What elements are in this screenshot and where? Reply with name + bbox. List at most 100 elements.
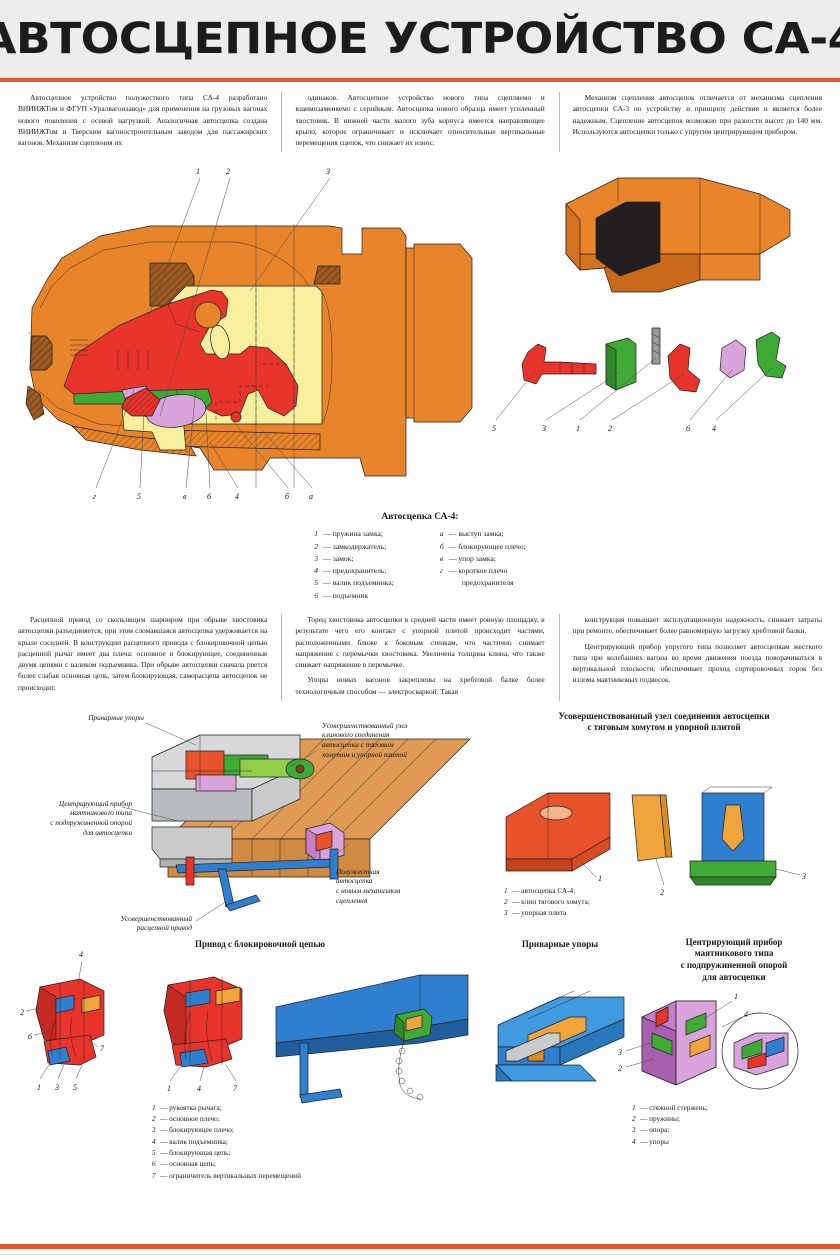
main-callout-v: в [183, 492, 187, 501]
legend-item: 2— клин тягового хомута; [504, 897, 590, 907]
annotation-semirigid-coupler: Полужесткая автосцепка с новым механизмо… [336, 866, 401, 905]
wedge-panel-title: Усовершенствованный узел соединения авто… [558, 710, 770, 733]
centering-panel-legend: 1— стяжной стержень; 2— пружины; 3— опор… [632, 1102, 708, 1147]
centering-callout-3: 3 [617, 1048, 622, 1057]
legend-item: 5— валик подъемника; [314, 578, 394, 588]
main-callout-1: 1 [196, 167, 200, 176]
legend-item: 3— упорная плита [504, 908, 567, 918]
part-callout-1: 1 [576, 424, 580, 433]
legend-item: а— выступ замка; [439, 529, 504, 539]
hatch-left-lower [25, 385, 45, 421]
legend-item-continuation: предохранителя [461, 578, 514, 588]
exploded-parts [521, 327, 787, 393]
drive-mid-callout-4: 4 [197, 1084, 201, 1093]
legend-item: 6— основная цепь; [152, 1159, 216, 1169]
main-callout-2: 2 [226, 167, 230, 176]
lower-figures-svg: 1 2 3 [121, 722, 806, 921]
drive-callout-3: 3 [54, 1083, 59, 1092]
part-callout-6: 6 [686, 424, 690, 433]
mid-column-2: Торец хвостовика автосцепки в средней ча… [281, 614, 545, 701]
wedge-callout-1: 1 [598, 874, 602, 883]
legend-item: 1— автосцепка СА-4; [504, 885, 576, 895]
legend-title: Автосцепка СА-4: [381, 512, 459, 523]
intro-text-3: Механизм сцепления автосцепок отличается… [572, 93, 822, 136]
part-callout-3: 3 [541, 424, 546, 433]
legend-item: 4— предохранитель; [314, 566, 387, 576]
part-lifter-pin [521, 343, 597, 385]
part-spring [651, 327, 661, 365]
mid-columns: Расцепной привод со скользящим шарниром … [0, 602, 840, 701]
wedge-joint-parts [505, 786, 777, 886]
legend-item: 2— замкодержатель; [314, 541, 387, 551]
part-callout-5: 5 [492, 424, 496, 433]
welded-stops-figure [495, 990, 625, 1082]
centering-panel-title: Центрирующий прибор маятникового типа с … [680, 936, 788, 982]
drive-callout-4: 4 [79, 950, 83, 959]
drive-panel-title: Привод с блокировочной цепью [194, 938, 326, 949]
mid-column-3: конструкция повышает эксплуатационную на… [558, 614, 822, 701]
bottom-figures-svg: 4 2 6 7 1 3 5 1 4 7 [20, 950, 799, 1104]
centering-device-figure [625, 1000, 799, 1090]
main-callout-3: 3 [325, 167, 330, 176]
part-safety [755, 331, 787, 379]
drive-detail-middle [163, 976, 243, 1081]
intro-column-3: Механизм сцепления автосцепок отличается… [558, 92, 822, 153]
drive-callout-2: 2 [20, 1008, 24, 1017]
annotation-welded-stops: Приварные упоры [88, 712, 144, 722]
mid-text-2b: Упоры новых вагонов закреплены на хребто… [295, 675, 545, 696]
lock-red [63, 289, 299, 417]
drive-callout-7: 7 [100, 1044, 105, 1053]
drive-callout-5: 5 [73, 1083, 77, 1092]
page-title: АВТОСЦЕПНОЕ УСТРОЙСТВО СА-4 [0, 14, 840, 64]
lower-figures: 1 2 3 Приварные упоры Центрирующий прибо… [0, 709, 840, 939]
left-annotation-leaders [121, 722, 349, 921]
legend-item: 4— валик подъемника; [152, 1136, 228, 1146]
wedge-panel-legend: 1— автосцепка СА-4; 2— клин тягового хом… [504, 885, 590, 919]
lock-spring [121, 387, 161, 417]
centering-callout-1: 1 [734, 992, 738, 1001]
centering-callout-4: 4 [744, 1010, 748, 1019]
drive-callout-1: 1 [37, 1083, 41, 1092]
legend-item: 3— опора; [632, 1125, 670, 1135]
intro-text-1: Автосцепное устройство полужесткого типа… [18, 93, 268, 147]
annotation-wedge-joint: Усовершенствованный узел клинового соеди… [322, 720, 408, 759]
mid-text-2a: Торец хвостовика автосцепки в средней ча… [295, 615, 545, 670]
part-lifter [719, 339, 747, 379]
mid-text-1: Расцепной привод со скользящим шарниром … [18, 615, 268, 692]
underframe-cutaway [151, 734, 471, 912]
main-coupler-figure: 1 2 3 г 5 в 6 4 б а [0, 158, 840, 508]
legend-item: г— короткое плечо [439, 566, 508, 576]
mid-text-3a: конструкция повышает эксплуатационную на… [572, 615, 822, 636]
drive-mid-callout-1: 1 [167, 1084, 171, 1093]
main-callout-a: а [309, 492, 313, 501]
bottom-figures: 4 2 6 7 1 3 5 1 4 7 [0, 936, 840, 1189]
legend-item: 6— подъемник [314, 590, 369, 600]
drive-panel-legend: 1— рукоятка рычага; 2— основное плечо; 3… [152, 1102, 301, 1181]
wedge-callout-3: 3 [801, 872, 806, 881]
legend-item: б— блокирующее плечо; [439, 541, 526, 551]
legend-item: в— упор замка; [439, 553, 496, 563]
coupler-cutaway-svg: 1 2 3 г 5 в 6 4 б а [25, 167, 791, 501]
main-callout-b: б [285, 492, 290, 501]
coupler-head-iso [565, 177, 791, 293]
legend-column-alpha: а— выступ замка; б— блокирующее плечо; в… [440, 528, 526, 602]
part-callout-4: 4 [712, 424, 716, 433]
legend-item: 7— ограничитель вертикальных перемещений [152, 1170, 301, 1180]
callout-leaders-top [147, 178, 331, 417]
drive-callout-6: 6 [28, 1032, 32, 1041]
legend-item: 1— пружина замка; [314, 529, 384, 539]
legend-item: 5— блокирующая цепь; [152, 1147, 231, 1157]
legend-item: 1— стяжной стержень; [632, 1102, 708, 1112]
drive-mid-callout-7: 7 [233, 1084, 238, 1093]
intro-columns: Автосцепное устройство полужесткого типа… [0, 82, 840, 153]
annotation-uncoupling-drive: Усовершенствованный расцепной привод [120, 913, 192, 933]
legend-item: 3— блокирующее плечо; [152, 1125, 234, 1135]
part-callout-2: 2 [608, 424, 612, 433]
intro-column-1: Автосцепное устройство полужесткого типа… [18, 92, 267, 152]
wedge-callout-leaders [575, 856, 801, 885]
wedge-callout-2: 2 [660, 888, 664, 897]
poster-header: АВТОСЦЕПНОЕ УСТРОЙСТВО СА-4 [0, 0, 840, 78]
legend-column-numeric: 1— пружина замка; 2— замкодержатель; 3— … [314, 528, 394, 602]
lock-hole [194, 301, 222, 329]
mid-column-1: Расцепной привод со скользящим шарниром … [18, 614, 267, 701]
